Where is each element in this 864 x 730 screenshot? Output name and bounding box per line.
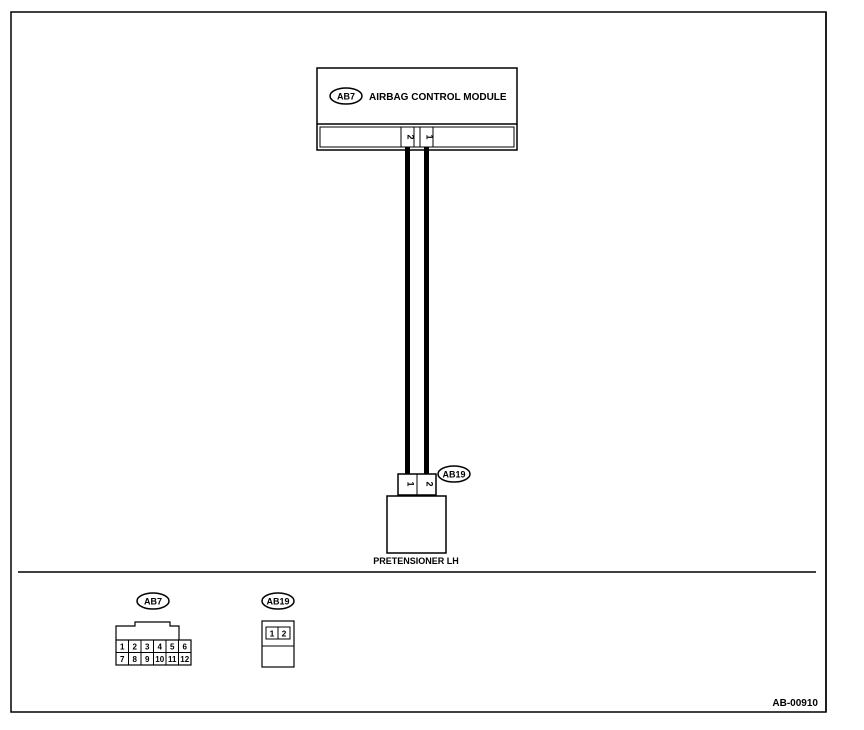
legend-ab19-pin-2: 2 bbox=[282, 629, 287, 639]
legend-ab7-pin: 3 bbox=[145, 643, 150, 652]
legend-ab7-pin: 10 bbox=[155, 655, 164, 664]
legend-ab7-pin: 6 bbox=[183, 643, 188, 652]
legend-ab7-pin: 4 bbox=[158, 643, 163, 652]
module-pin-label-2: 2 bbox=[406, 134, 416, 139]
figure-code: AB-00910 bbox=[772, 698, 818, 709]
ab7-connector-badge bbox=[329, 87, 363, 105]
legend-ab7-pin: 11 bbox=[168, 655, 177, 664]
legend-ab7-pin: 7 bbox=[120, 655, 125, 664]
legend-ab7-pin: 5 bbox=[170, 643, 175, 652]
ab19-connector-badge bbox=[437, 465, 471, 483]
pretensioner-pin-label-2: 2 bbox=[425, 481, 435, 486]
legend-ab7-badge bbox=[136, 592, 170, 610]
legend-ab19-pin-1: 1 bbox=[270, 629, 275, 639]
legend-ab7-pin: 2 bbox=[133, 643, 138, 652]
module-name-label: AIRBAG CONTROL MODULE bbox=[369, 92, 507, 103]
legend-ab7-pin: 1 bbox=[120, 643, 125, 652]
module-pin-label-1: 1 bbox=[425, 134, 435, 139]
legend-ab19-badge bbox=[261, 592, 295, 610]
legend-ab7-pin: 8 bbox=[133, 655, 138, 664]
ab19-connector-id: AB19 bbox=[442, 470, 465, 480]
pretensioner-lh: 1 2 AB19 PRETENSIONER LH bbox=[373, 465, 471, 566]
wire-harness bbox=[405, 147, 429, 474]
legend-ab19-id: AB19 bbox=[266, 597, 289, 607]
legend-ab7-pin: 12 bbox=[180, 655, 189, 664]
pretensioner-body bbox=[386, 495, 447, 554]
pretensioner-name-label: PRETENSIONER LH bbox=[373, 556, 459, 566]
pretensioner-pin-label-1: 1 bbox=[406, 481, 416, 486]
airbag-control-module: AB7 AIRBAG CONTROL MODULE 2 1 bbox=[316, 67, 518, 151]
legend-ab19-connector: AB19 1 2 bbox=[261, 592, 295, 668]
legend-ab7-id: AB7 bbox=[144, 597, 162, 607]
legend-ab7-pin: 9 bbox=[145, 655, 150, 664]
ab7-connector-id: AB7 bbox=[337, 92, 355, 102]
